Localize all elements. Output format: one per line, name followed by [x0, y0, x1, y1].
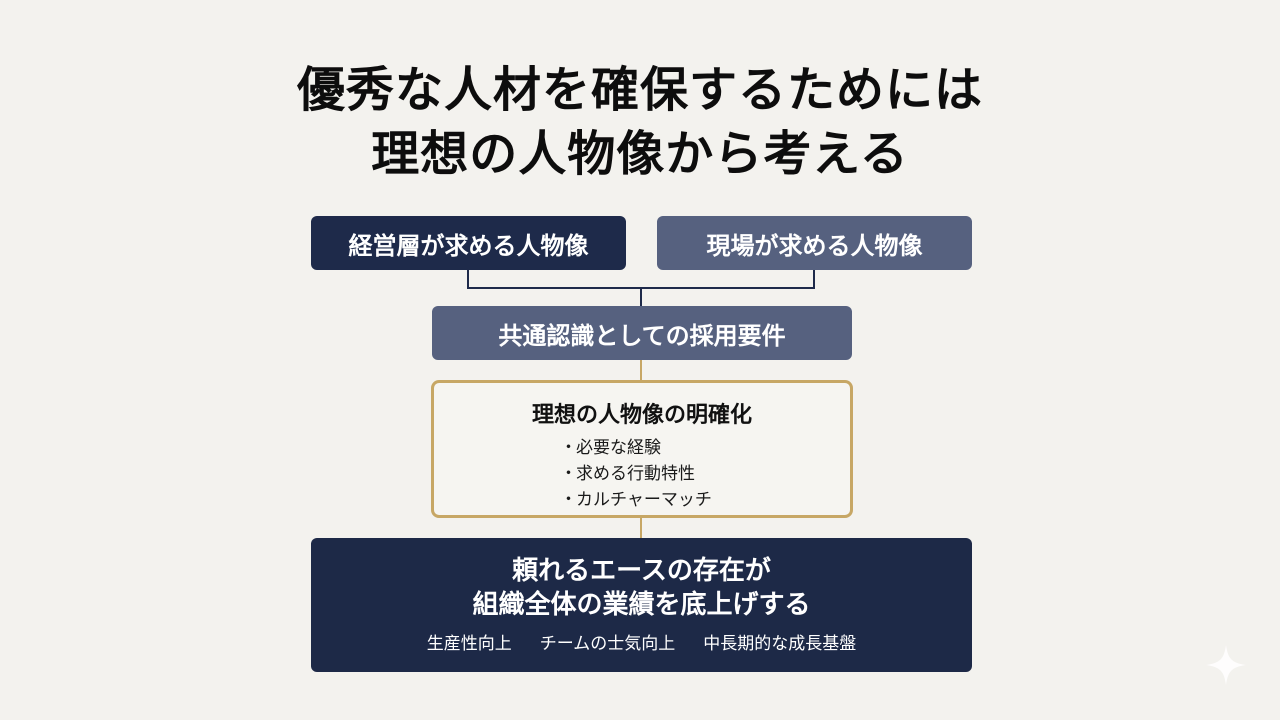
- ace-benefit-tags: 生産性向上 チームの士気向上 中長期的な成長基盤: [311, 636, 972, 653]
- page-title-line-1: 優秀な人材を確保するためには: [296, 62, 983, 118]
- ace-outcome-line-1: 頼れるエースの存在が: [512, 556, 771, 586]
- ideal-profile-title: 理想の人物像の明確化: [531, 403, 752, 428]
- field-ideal-box: 現場が求める人物像: [657, 216, 972, 270]
- bullet-icon: ・: [560, 438, 577, 458]
- executive-ideal-box: 経営層が求める人物像: [311, 216, 626, 270]
- list-item: ・カルチャーマッチ: [560, 487, 712, 513]
- list-item-label: カルチャーマッチ: [576, 490, 712, 510]
- merge-connector: [467, 270, 815, 289]
- bullet-icon: ・: [560, 490, 577, 510]
- list-item-label: 必要な経験: [576, 438, 661, 458]
- page-title-line-2: 理想の人物像から考える: [371, 126, 909, 182]
- ideal-profile-list: ・必要な経験 ・求める行動特性 ・カルチャーマッチ: [560, 435, 712, 513]
- benefit-tag: 中長期的な成長基盤: [703, 634, 857, 654]
- ace-outcome-line-2: 組織全体の業績を底上げする: [472, 590, 811, 620]
- list-item: ・必要な経験: [560, 435, 712, 461]
- sparkle-icon: [1206, 645, 1246, 685]
- list-item-label: 求める行動特性: [576, 464, 695, 484]
- list-item: ・求める行動特性: [560, 461, 712, 487]
- benefit-tag: 生産性向上: [426, 634, 512, 654]
- common-requirements-box: 共通認識としての採用要件: [432, 306, 852, 360]
- ace-outcome-box: 頼れるエースの存在が 組織全体の業績を底上げする 生産性向上 チームの士気向上 …: [311, 538, 972, 672]
- bullet-icon: ・: [560, 464, 577, 484]
- benefit-tag: チームの士気向上: [539, 634, 676, 654]
- ideal-profile-box: 理想の人物像の明確化 ・必要な経験 ・求める行動特性 ・カルチャーマッチ: [431, 380, 853, 518]
